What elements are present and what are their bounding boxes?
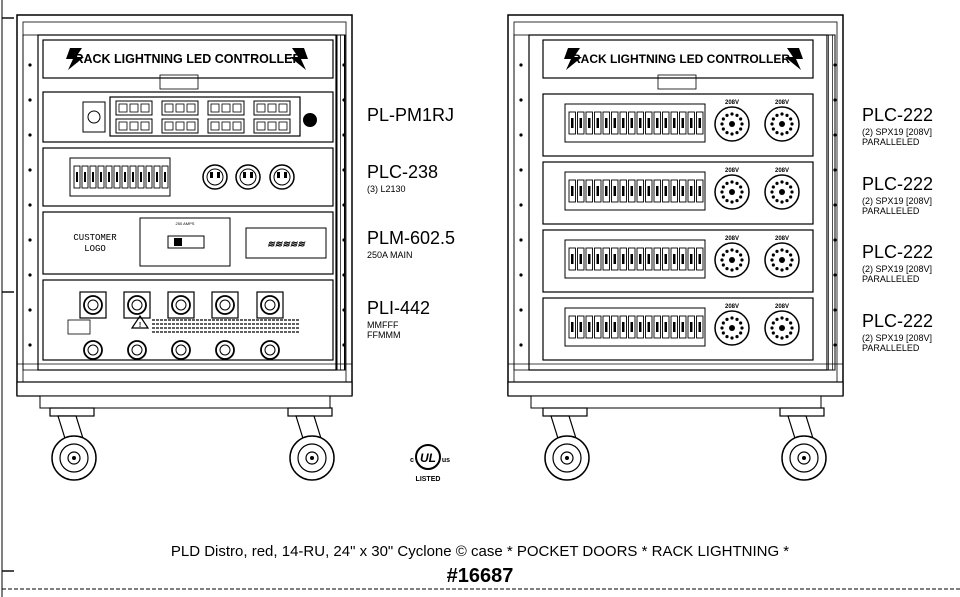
panel-model-label: PLC-222: [862, 174, 933, 194]
panel-voltage-label: 208V: [725, 100, 739, 106]
panel-pl-pm1rj: [42, 74, 334, 143]
panel-voltage-label: 208V: [775, 304, 789, 310]
breaker-rating: 250 AMPS: [176, 221, 195, 226]
panel-description-label: (3) L2130: [367, 184, 406, 194]
panel-voltage-label: 208V: [725, 168, 739, 174]
panel-description-label: (2) SPX19 [208V]: [862, 333, 932, 343]
panel-model-label: PL-PM1RJ: [367, 105, 454, 125]
panel-plm-602-5: CUSTOMER LOGO 250 AMPS ≋≋≋≋≋: [42, 211, 334, 275]
panel-description-label: PARALLELED: [862, 274, 920, 284]
panel-model-label: PLI-442: [367, 298, 430, 318]
panel-pli-442: !: [42, 279, 334, 361]
panel-description-label: (2) SPX19 [208V]: [862, 127, 932, 137]
ul-listed-mark: UL c us LISTED: [410, 444, 450, 483]
panel-description-label: 250A MAIN: [367, 250, 413, 260]
ul-letters: UL: [420, 451, 436, 465]
panel-model-label: PLC-222: [862, 242, 933, 262]
panel-plc-238: [42, 147, 334, 207]
ul-listed: LISTED: [416, 476, 441, 483]
panel-description-label: FFMMM: [367, 330, 401, 340]
banner-title: RACK LIGHTNING LED CONTROLLER: [74, 52, 301, 66]
panel-description-label: PARALLELED: [862, 206, 920, 216]
panel-model-label: PLC-222: [862, 105, 933, 125]
panel-voltage-label: 208V: [725, 304, 739, 310]
panel-model-label: PLC-222: [862, 311, 933, 331]
panel-voltage-label: 208V: [775, 236, 789, 242]
lightning-bolt-icon: [785, 48, 803, 70]
lightning-bolt-icon: [564, 48, 582, 70]
customer-logo-line2: LOGO: [84, 244, 106, 254]
ul-us: us: [442, 457, 450, 464]
panel-description-label: MMFFF: [367, 320, 399, 330]
ul-c: c: [410, 457, 414, 464]
panel-voltage-label: 208V: [775, 100, 789, 106]
lightning-bolt-icon: [66, 48, 84, 70]
lightning-bolt-icon: [290, 48, 308, 70]
plc-222-panels: 208V 208V 208V 208V 208V 208V 208V 208V: [542, 93, 814, 361]
rack-rail-screws: [28, 63, 346, 347]
right-panel-labels: PLC-222(2) SPX19 [208V]PARALLELEDPLC-222…: [862, 105, 933, 353]
customer-logo-line1: CUSTOMER: [73, 233, 117, 243]
panel-description-label: PARALLELED: [862, 137, 920, 147]
panel-voltage-label: 208V: [775, 168, 789, 174]
svg-text:!: !: [139, 322, 141, 329]
led-controller-banner: RACK LIGHTNING LED CONTROLLER: [542, 39, 814, 90]
panel-description-label: (2) SPX19 [208V]: [862, 196, 932, 206]
svg-text:≋≋≋≋≋: ≋≋≋≋≋: [267, 239, 306, 249]
panel-description-label: (2) SPX19 [208V]: [862, 264, 932, 274]
panel-voltage-label: 208V: [725, 236, 739, 242]
caster-wheels: [49, 407, 335, 481]
panel-model-label: PLM-602.5: [367, 228, 455, 248]
caster-wheels: [542, 407, 827, 481]
rack-rail-screws: [519, 63, 837, 347]
drawing-description: PLD Distro, red, 14-RU, 24" x 30" Cyclon…: [171, 543, 789, 560]
led-controller-banner: RACK LIGHTNING LED CONTROLLER: [42, 39, 334, 79]
panel-model-label: PLC-238: [367, 162, 438, 182]
banner-title: RACK LIGHTNING LED CONTROLLER: [572, 52, 790, 66]
part-number: #16687: [447, 565, 514, 587]
panel-description-label: PARALLELED: [862, 343, 920, 353]
